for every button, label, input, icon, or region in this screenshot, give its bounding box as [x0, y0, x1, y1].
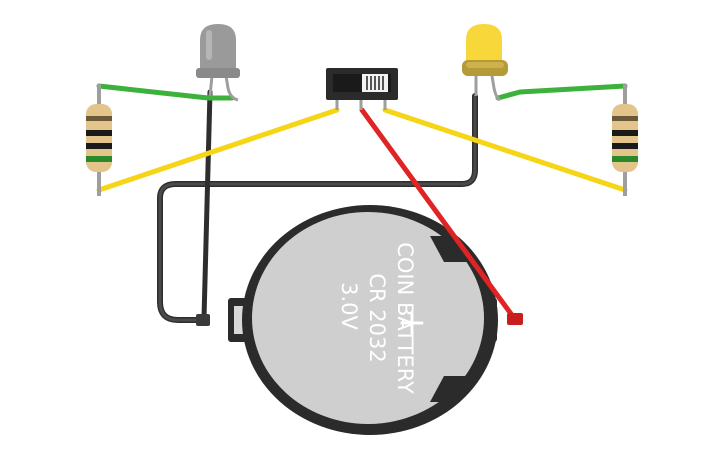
wire-green-left[interactable]	[96, 83, 235, 101]
switch-slider-grip3	[374, 76, 376, 90]
resistor-right[interactable]	[612, 84, 638, 196]
wire-red-positive[interactable]	[359, 107, 517, 321]
holder-notch-bottom	[430, 376, 470, 402]
battery-label-group: COIN BATTERY CR 2032 3.0V	[337, 242, 417, 394]
led-left-leg-anode	[224, 75, 239, 102]
coin-battery-holder[interactable]: COIN BATTERY CR 2032 3.0V +	[228, 205, 498, 435]
connector-red	[507, 313, 523, 325]
resistor-right-band2	[612, 130, 638, 136]
switch-slider-grip1	[366, 76, 368, 90]
resistor-left-band1	[86, 116, 112, 121]
battery-label-line2: CR 2032	[365, 273, 389, 362]
led-left-rim	[196, 68, 240, 78]
resistor-right-band1	[612, 116, 638, 121]
led-right[interactable]	[462, 24, 508, 102]
resistor-right-band3	[612, 143, 638, 149]
wire-yellow-left[interactable]	[96, 107, 340, 193]
wire-black-led[interactable]	[201, 89, 213, 321]
resistor-left-band4	[86, 156, 112, 162]
led-icon	[466, 24, 502, 66]
led-left-highlight	[206, 30, 212, 60]
led-right-leg-anode	[490, 75, 501, 102]
led-left-leg-cathode	[208, 75, 214, 97]
wire-black-ground-core	[158, 94, 477, 322]
switch-slider-grip5	[382, 76, 384, 90]
connector-black	[196, 314, 210, 326]
led-left[interactable]	[196, 24, 240, 102]
resistor-right-band4	[612, 156, 638, 162]
battery-plus-symbol: +	[397, 302, 427, 343]
switch-slider-grip2	[370, 76, 372, 90]
resistor-left[interactable]	[86, 84, 112, 196]
switch-slider-grip4	[378, 76, 380, 90]
battery-label-line1: COIN BATTERY	[393, 242, 417, 394]
led-right-rim-highlight	[466, 62, 504, 68]
coin-cell	[252, 212, 484, 424]
resistor-left-band2	[86, 130, 112, 136]
resistor-left-band3	[86, 143, 112, 149]
battery-label-line3: 3.0V	[337, 282, 361, 330]
wire-green-right[interactable]	[495, 83, 628, 101]
holder-notch-top	[430, 236, 470, 262]
wire-yellow-right[interactable]	[382, 107, 628, 193]
slide-switch[interactable]	[326, 68, 398, 110]
